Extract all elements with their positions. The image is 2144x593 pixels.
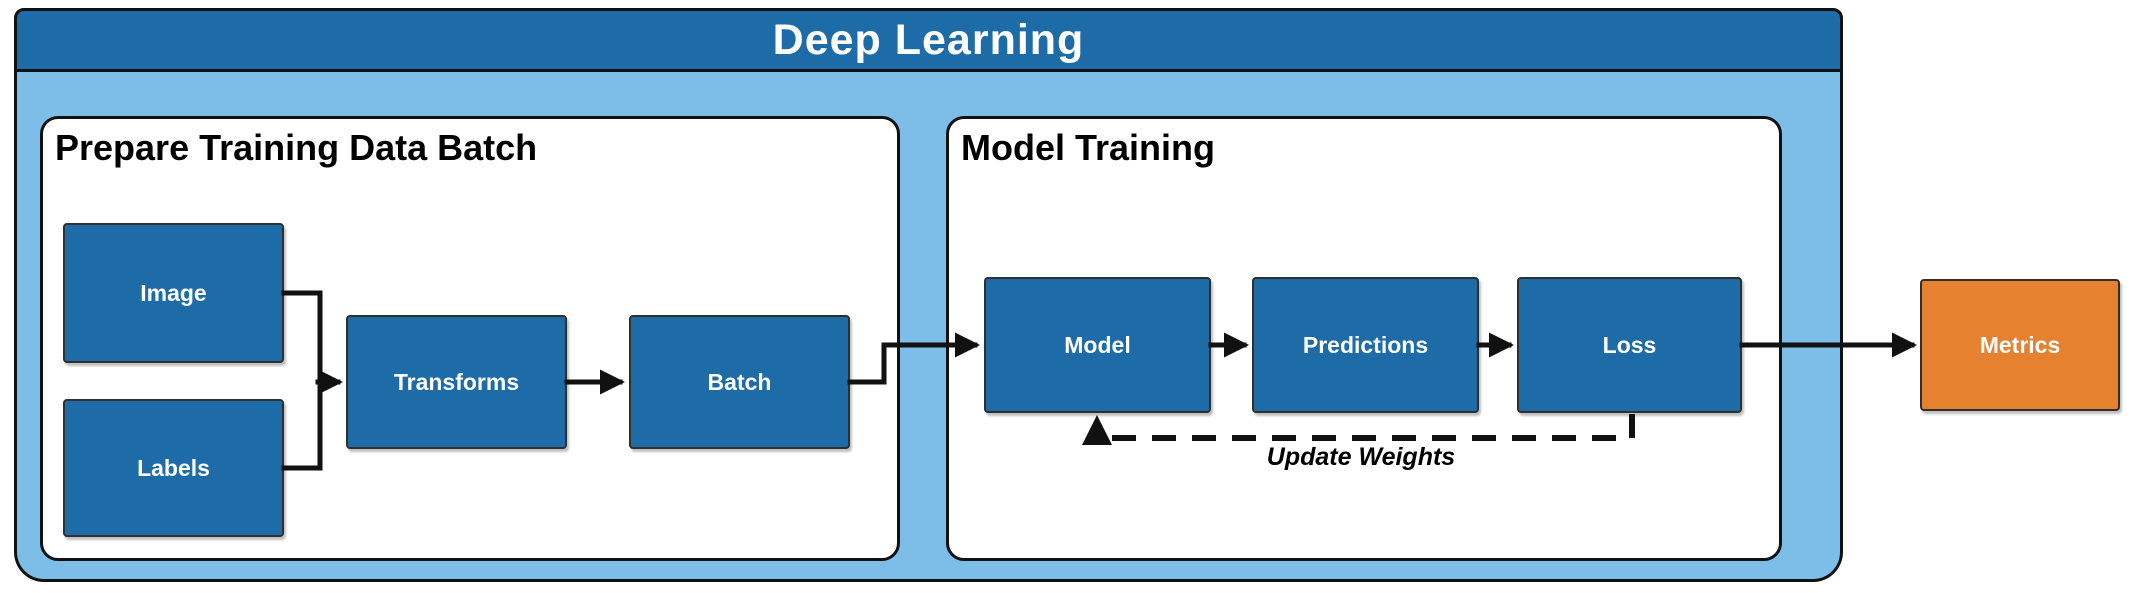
- node-labels: Labels: [63, 399, 284, 537]
- node-model-label: Model: [1064, 331, 1131, 358]
- node-batch: Batch: [629, 315, 850, 449]
- node-model: Model: [984, 277, 1211, 413]
- diagram-title: Deep Learning: [772, 15, 1085, 64]
- header-banner: Deep Learning: [14, 8, 1843, 72]
- node-batch-label: Batch: [707, 368, 772, 395]
- node-loss-label: Loss: [1602, 331, 1657, 358]
- node-loss: Loss: [1517, 277, 1742, 413]
- node-transforms: Transforms: [346, 315, 567, 449]
- node-labels-label: Labels: [137, 454, 210, 481]
- panel-title-model-training: Model Training: [961, 127, 1216, 168]
- node-predictions: Predictions: [1252, 277, 1479, 413]
- node-metrics-label: Metrics: [1979, 331, 2061, 358]
- node-transforms-label: Transforms: [393, 368, 520, 395]
- node-image-label: Image: [140, 279, 207, 306]
- node-predictions-label: Predictions: [1302, 331, 1429, 358]
- node-metrics: Metrics: [1920, 279, 2120, 411]
- node-image: Image: [63, 223, 284, 363]
- update-weights-annotation: Update Weights: [1266, 443, 1456, 471]
- panel-title-prepare: Prepare Training Data Batch: [55, 127, 538, 168]
